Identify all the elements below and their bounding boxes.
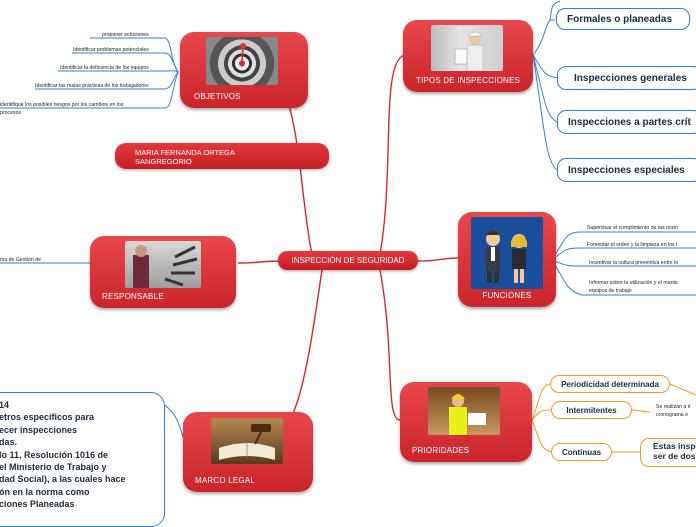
intermitentes-detail-2: cronograma e: [656, 412, 689, 418]
marco-text-2: etros específicos para: [0, 412, 95, 423]
prioridades-node[interactable]: PRIORIDADES: [400, 382, 532, 462]
marco-text-7: dad Social), a las cuales hace: [0, 474, 126, 485]
two-people-icon: [486, 231, 527, 283]
objetivo-6: procesos: [0, 110, 22, 116]
objetivo-1: proponer soluciones: [102, 32, 149, 38]
responsable-fragment: ma de Gestión de: [0, 257, 41, 263]
prioridades-label: PRIORIDADES: [412, 446, 470, 455]
marco-text-1: 14: [0, 400, 10, 410]
objetivo-5: identifique los posibles riesgos por los…: [0, 102, 124, 108]
marco-text-8: ón en la norma como: [0, 486, 90, 497]
continuas-detail-2: ser de dos: [653, 451, 696, 461]
marco-text-5: lo 11, Resolución 1016 de: [0, 449, 109, 460]
responsable-node[interactable]: RESPONSABLE: [90, 236, 236, 308]
tipo-especiales[interactable]: Inspecciones especiales: [557, 158, 696, 182]
objetivo-3: Identificar la deficiencia de los equipo…: [60, 65, 149, 71]
author-line-1: MARIA FERNANDA ORTEGA: [135, 148, 235, 157]
marco-text-4: das.: [0, 437, 18, 448]
blame-hands-icon: [133, 245, 198, 288]
tipos-node[interactable]: TIPOS DE INSPECCIONES: [403, 20, 533, 92]
funcion-5: equipos de trabajo: [589, 288, 632, 294]
funcion-2: Fomentar el orden y la limpieza en los l: [587, 242, 678, 248]
objetivo-2: Identificar problemas potenciales: [73, 47, 149, 53]
continuas-detail-1: Estas inspec: [653, 441, 696, 451]
marco-text-9: ciones Planeadas: [0, 499, 75, 510]
intermitentes-detail-1: Se realizan a ir: [656, 404, 691, 410]
engineer-image: [428, 387, 500, 435]
target-image: [206, 37, 278, 85]
pointing-image: [125, 241, 201, 288]
worker-vest-icon: [449, 394, 486, 435]
continuas-detail-box: Estas inspec ser de dos: [640, 438, 696, 467]
marco-legal-text-box: 14 etros específicos para ecer inspeccio…: [0, 392, 165, 527]
center-topic-label: INSPECCIÓN DE SEGURIDAD: [291, 256, 405, 265]
prioridad-continuas[interactable]: Continuas: [551, 443, 612, 461]
prioridad-intermitentes[interactable]: Intermitentes: [551, 401, 632, 419]
funciones-label: FUNCIONES: [482, 291, 532, 300]
objetivo-4: Identificar las malas prácticas de los t…: [35, 83, 149, 89]
author-line-2: SANGREGORIO: [135, 157, 192, 166]
tipos-label: TIPOS DE INSPECCIONES: [415, 76, 521, 85]
inspector-image: [431, 25, 503, 71]
worker-helmet-icon: [454, 31, 484, 71]
tipo-generales[interactable]: Inspecciones generales: [557, 66, 696, 90]
funcion-4: Informar sobre la utilización y el mante: [589, 280, 678, 286]
funcion-1: Supervisar el cumplimiento de las norm: [587, 225, 678, 231]
prioridad-periodicidad[interactable]: Periodicidad determinada: [550, 375, 670, 393]
book-gavel-icon: [219, 424, 275, 460]
marco-text-3: ecer inspecciones: [0, 424, 78, 435]
funciones-node[interactable]: FUNCIONES: [458, 212, 556, 307]
marco-node[interactable]: MARCO LEGAL: [183, 412, 313, 492]
tipo-formales[interactable]: Formales o planeadas: [556, 8, 690, 30]
law-book-image: [211, 418, 283, 464]
center-topic[interactable]: INSPECCIÓN DE SEGURIDAD: [278, 251, 418, 270]
author-node[interactable]: MARIA FERNANDA ORTEGA SANGREGORIO: [115, 143, 329, 169]
people-image: [471, 217, 543, 289]
objetivos-node[interactable]: OBJETIVOS: [180, 32, 308, 108]
marco-text-6: el Ministerio de Trabajo y: [0, 462, 107, 473]
objetivos-label: OBJETIVOS: [194, 92, 241, 101]
funcion-3: Incentivar la cultura preventiva entre l…: [589, 260, 679, 266]
tipo-partes-criticas[interactable]: Inspecciones a partes crít: [557, 110, 696, 134]
dart-icon: [240, 43, 246, 64]
marco-label: MARCO LEGAL: [195, 476, 255, 485]
responsable-label: RESPONSABLE: [102, 292, 164, 301]
